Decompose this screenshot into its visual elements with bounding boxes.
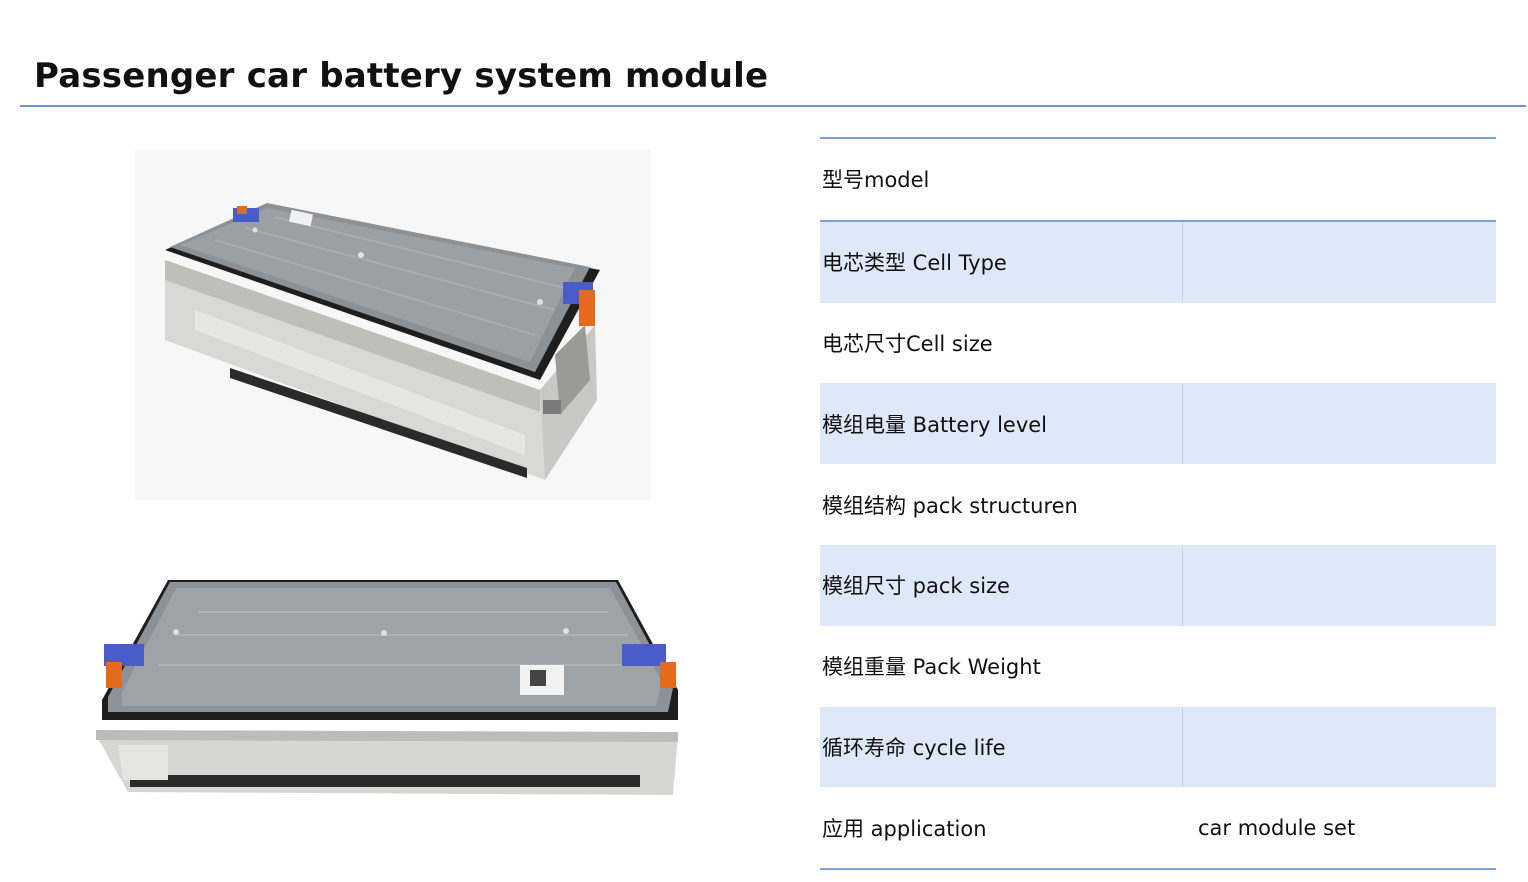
spec-row-cycle-life: 循环寿命 cycle life: [820, 706, 1496, 788]
column-divider: [1182, 383, 1183, 465]
spec-table: 型号model 电芯类型 Cell Type 电芯尺寸Cell size 模组电…: [820, 137, 1496, 871]
spec-label: 电芯尺寸Cell size: [822, 331, 993, 356]
title-underline: [20, 105, 1526, 107]
spec-row-cell-type: 电芯类型 Cell Type: [820, 219, 1496, 303]
spec-label: 电芯类型 Cell Type: [822, 251, 1007, 276]
spec-label: 应用 application: [822, 816, 987, 841]
battery-module-image-bottom: [88, 570, 688, 800]
spec-label: 模组电量 Battery level: [822, 412, 1048, 437]
spec-row-pack-weight: 模组重量 Pack Weight: [820, 626, 1496, 707]
spec-row-pack-structure: 模组结构 pack structuren: [820, 464, 1496, 545]
spec-label: 模组尺寸 pack size: [822, 574, 1010, 599]
spec-label: 模组重量 Pack Weight: [822, 655, 1041, 680]
battery-module-image-top: [135, 150, 651, 500]
spec-value: car module set: [1198, 815, 1356, 840]
spec-row-model: 型号model: [820, 139, 1496, 220]
spec-row-cell-size: 电芯尺寸Cell size: [820, 303, 1496, 384]
spec-row-battery-level: 模组电量 Battery level: [820, 383, 1496, 465]
spec-label: 型号model: [822, 168, 930, 193]
spec-label: 循环寿命 cycle life: [822, 735, 1006, 760]
column-divider: [1182, 706, 1183, 788]
column-divider: [1182, 221, 1183, 303]
column-divider: [1182, 544, 1183, 626]
page-title: Passenger car battery system module: [34, 56, 769, 96]
spec-label: 模组结构 pack structuren: [822, 493, 1078, 518]
spec-row-application: 应用 application car module set: [820, 787, 1496, 868]
spec-row-pack-size: 模组尺寸 pack size: [820, 544, 1496, 626]
